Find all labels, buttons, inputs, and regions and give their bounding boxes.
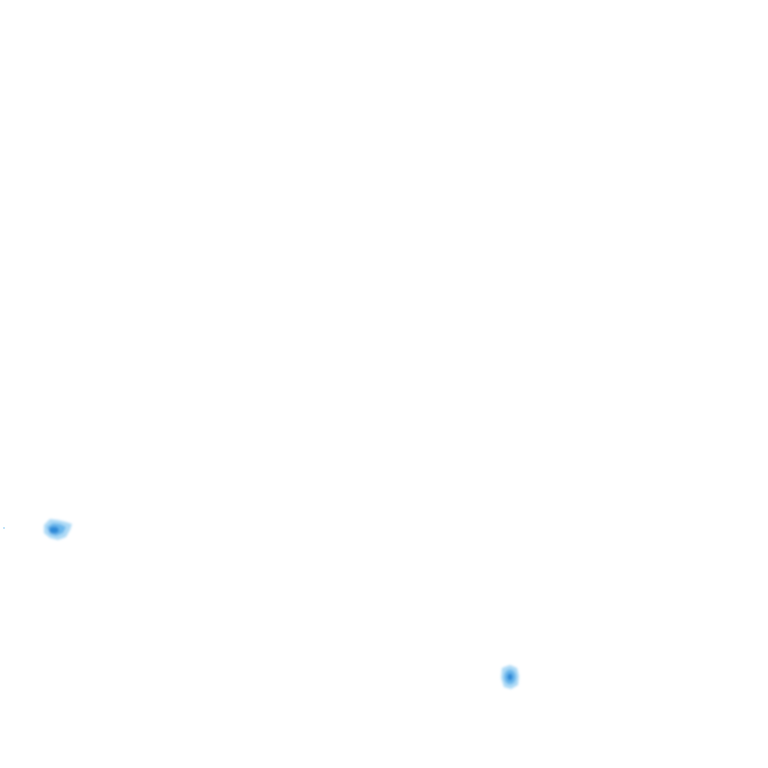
speck-mark bbox=[3, 527, 5, 529]
blob-b bbox=[501, 665, 519, 689]
blob-a bbox=[44, 519, 72, 540]
